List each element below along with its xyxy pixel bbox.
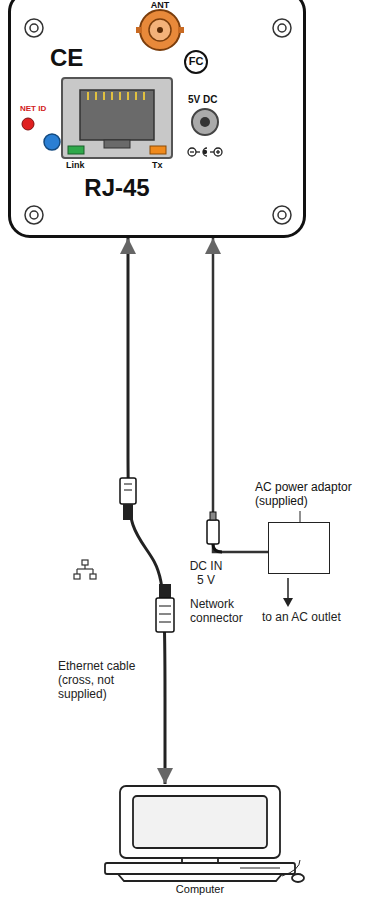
camera-rear-panel: ANT CE FC NET ID 5V DC Link TxRJ-45 <box>8 0 306 238</box>
computer-illustration <box>105 786 304 882</box>
jack-label: 5V DC <box>188 94 217 106</box>
ce-mark: CE <box>50 44 83 72</box>
connector-label: Network connector <box>190 598 270 626</box>
network-symbol <box>74 560 96 579</box>
polarity-symbol <box>188 148 222 156</box>
net-id-led <box>22 118 34 130</box>
computer-node: Computer <box>95 784 305 899</box>
button-label: NET ID <box>20 104 46 113</box>
dc-input-label: DC IN 5 V <box>186 560 226 588</box>
net-id-button <box>44 134 60 150</box>
port-label: RJ-45 <box>62 174 172 202</box>
dc-jack <box>192 109 218 135</box>
led-label: Link <box>66 160 85 170</box>
computer-label: Computer <box>95 883 305 896</box>
connector-label: ANT <box>148 0 172 10</box>
cable-connector <box>128 238 165 784</box>
outlet-arrow <box>287 578 289 600</box>
network-connector-plug <box>156 584 174 632</box>
cable-label: Ethernet cable (cross, not supplied) <box>58 660 154 701</box>
bnc-connector <box>136 10 184 50</box>
led-label: Tx <box>152 160 163 170</box>
dc-plug <box>207 512 222 552</box>
rj45-jack <box>62 78 172 158</box>
rj45-plug <box>120 478 136 520</box>
power-adaptor-box: AC power adaptor (supplied) <box>268 522 330 574</box>
fc-mark-ring <box>185 51 207 73</box>
leader-line <box>300 511 301 522</box>
outlet-label: to an AC outlet <box>262 611 342 625</box>
fc-mark: FC <box>185 55 207 68</box>
adaptor-heading: AC power adaptor (supplied) <box>255 481 379 509</box>
outlet-arrowhead <box>283 598 293 607</box>
